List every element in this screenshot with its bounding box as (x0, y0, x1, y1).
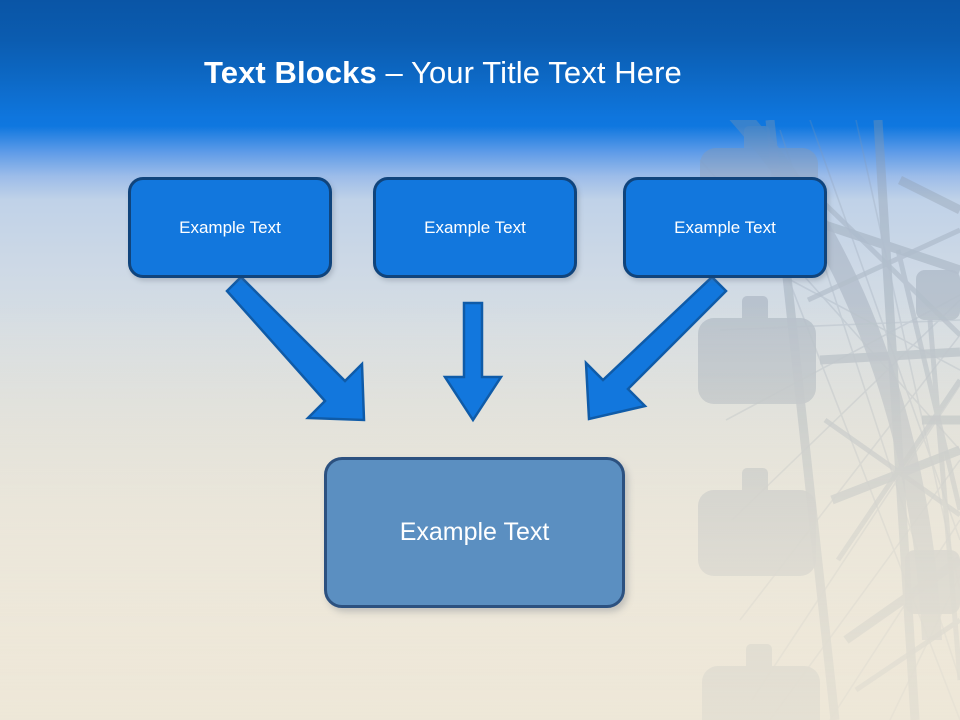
page-title-rest: Your Title Text Here (411, 55, 682, 90)
result-block-label: Example Text (399, 518, 550, 546)
result-block[interactable]: Example Text (324, 457, 625, 608)
text-block-2[interactable]: Example Text (373, 177, 577, 278)
text-block-1-label: Example Text (179, 217, 281, 237)
text-block-3-label: Example Text (674, 217, 776, 237)
page-title-separator: – (376, 55, 412, 90)
page-title-bold: Text Blocks (204, 55, 377, 90)
text-block-2-label: Example Text (424, 217, 526, 237)
page-title: Text Blocks – Your Title Text Here (204, 54, 682, 91)
text-block-1[interactable]: Example Text (128, 177, 332, 278)
text-block-3[interactable]: Example Text (623, 177, 827, 278)
